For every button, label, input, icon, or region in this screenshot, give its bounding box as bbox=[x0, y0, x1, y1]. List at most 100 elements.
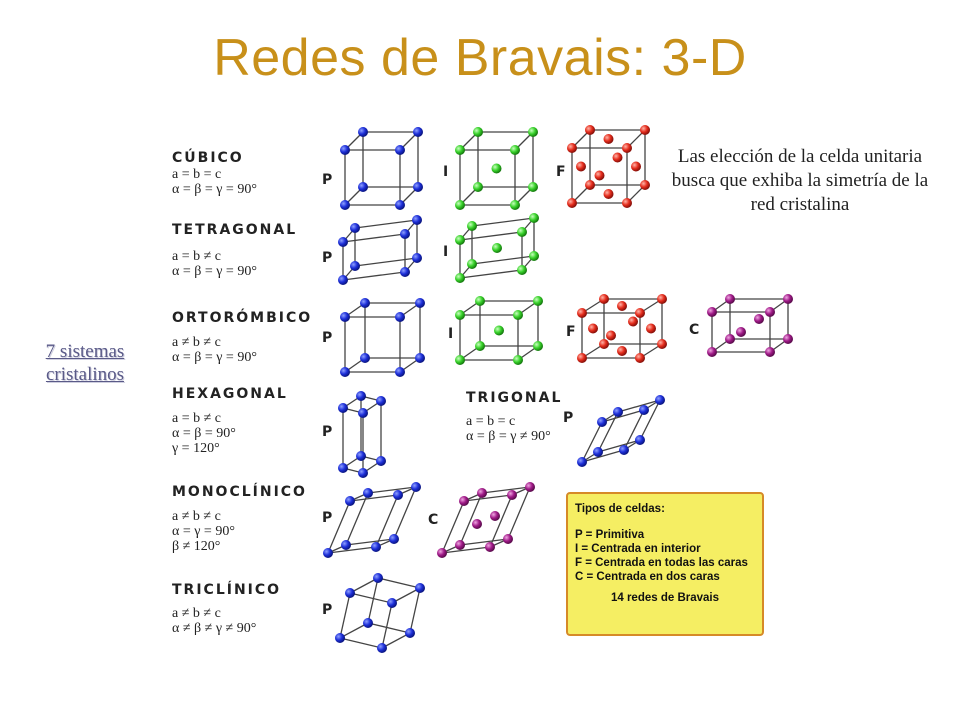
cell-edge bbox=[327, 546, 377, 554]
cell-edge bbox=[471, 217, 535, 227]
lattice-point bbox=[412, 253, 422, 263]
lattice-point bbox=[345, 588, 355, 598]
cell-edge bbox=[339, 637, 383, 649]
params-triclinic: a ≠ b ≠ c α ≠ β ≠ γ ≠ 90° bbox=[172, 606, 256, 636]
lattice-point bbox=[577, 353, 587, 363]
param-line: α = γ = 90° bbox=[172, 524, 235, 539]
lattice-point bbox=[400, 229, 410, 239]
lattice-point bbox=[655, 395, 665, 405]
param-line: α ≠ β ≠ γ ≠ 90° bbox=[172, 621, 257, 636]
lattice-point bbox=[387, 598, 397, 608]
lattice-point bbox=[356, 391, 366, 401]
params-trigonal: a = b = c α = β = γ ≠ 90° bbox=[466, 414, 551, 444]
cell-edge bbox=[601, 409, 645, 423]
lattice-point bbox=[588, 323, 598, 334]
lattice-point bbox=[358, 468, 368, 478]
trigonal-p-cell bbox=[577, 395, 665, 467]
cell-edge bbox=[345, 492, 369, 546]
lattice-point bbox=[510, 145, 520, 155]
legend-footer: 14 redes de Bravais bbox=[610, 592, 720, 604]
lattice-point bbox=[754, 314, 764, 324]
system-name-tetragonal: TETRAGONAL bbox=[172, 222, 298, 238]
param-line: α = β = γ = 90° bbox=[172, 350, 257, 365]
cell-edge bbox=[409, 587, 421, 634]
param-line: α = β = 90° bbox=[172, 426, 236, 441]
lattice-point bbox=[455, 310, 465, 320]
label-orthorhombic-i: I bbox=[448, 326, 454, 342]
lattice-point bbox=[594, 170, 605, 181]
lattice-point bbox=[405, 628, 415, 638]
cell-edge bbox=[367, 577, 379, 624]
lattice-point bbox=[599, 294, 609, 304]
lattice-point bbox=[628, 316, 638, 327]
lattice-point bbox=[567, 198, 577, 208]
cell-edge bbox=[617, 399, 661, 413]
lattice-point bbox=[356, 451, 366, 461]
cell-edge bbox=[597, 439, 641, 453]
lattice-point bbox=[473, 182, 483, 192]
lattice-point bbox=[525, 482, 535, 492]
cell-edge bbox=[367, 622, 411, 634]
cell-edge bbox=[342, 271, 406, 281]
lattice-point bbox=[707, 347, 717, 357]
lattice-point bbox=[585, 125, 595, 135]
cell-edge bbox=[581, 421, 603, 463]
lattice-point bbox=[640, 125, 650, 135]
lattice-point bbox=[475, 341, 485, 351]
cell-edge bbox=[463, 494, 513, 502]
lattice-point bbox=[455, 540, 465, 550]
lattice-point bbox=[467, 259, 477, 269]
lattice-point bbox=[338, 275, 348, 285]
cell-edge bbox=[349, 592, 393, 604]
label-monoclinic-p: P bbox=[322, 510, 333, 526]
cell-edge bbox=[375, 494, 399, 548]
cell-edge bbox=[459, 538, 509, 546]
lattice-point bbox=[358, 408, 368, 418]
cell-edge bbox=[354, 257, 418, 267]
lattice-point bbox=[585, 180, 595, 190]
lattice-point bbox=[517, 265, 527, 275]
lattice-point bbox=[639, 405, 649, 415]
lattice-point bbox=[597, 417, 607, 427]
lattice-point bbox=[507, 490, 517, 500]
lattice-point bbox=[371, 542, 381, 552]
lattice-point bbox=[528, 182, 538, 192]
lattice-point bbox=[517, 227, 527, 237]
cell-edge bbox=[639, 399, 661, 441]
param-line: γ = 120° bbox=[172, 441, 220, 456]
label-tetragonal-i: I bbox=[443, 244, 449, 260]
hexagonal-p-cell bbox=[338, 391, 386, 478]
lattice-point bbox=[472, 519, 482, 529]
lattice-point bbox=[528, 127, 538, 137]
lattice-point bbox=[412, 215, 422, 225]
cell-edge bbox=[441, 546, 491, 554]
lattice-point bbox=[646, 323, 656, 334]
legend-item: F = Centrada en todas las caras bbox=[575, 557, 748, 569]
params-monoclinic: a ≠ b ≠ c α = γ = 90° β ≠ 120° bbox=[172, 509, 235, 554]
lattice-point bbox=[467, 221, 477, 231]
cell-edge bbox=[339, 592, 351, 639]
monoclinic-c-cell bbox=[437, 482, 535, 558]
legend-heading: Tipos de celdas: bbox=[575, 503, 665, 515]
lattice-point bbox=[603, 134, 614, 144]
orthorhombic-p-cell bbox=[340, 298, 425, 377]
lattice-point bbox=[376, 396, 386, 406]
system-name-monoclinic: MONOCLÍNICO bbox=[172, 484, 307, 500]
lattice-point bbox=[613, 407, 623, 417]
lattice-point bbox=[338, 237, 348, 247]
lattice-point bbox=[358, 127, 368, 137]
page-title: Redes de Bravais: 3-D bbox=[213, 29, 747, 87]
cell-edge bbox=[381, 602, 393, 649]
cell-edge bbox=[393, 486, 417, 540]
cell-edge bbox=[349, 577, 379, 594]
cubic-f-cell bbox=[567, 125, 650, 208]
lattice-point bbox=[494, 325, 504, 336]
cell-edge bbox=[354, 219, 418, 229]
system-name-triclinic: TRICLÍNICO bbox=[172, 582, 282, 598]
params-orthorhombic: a ≠ b ≠ c α = β = γ = 90° bbox=[172, 335, 257, 365]
lattice-point bbox=[631, 161, 641, 172]
label-trigonal-p: P bbox=[563, 410, 574, 426]
lattice-point bbox=[341, 540, 351, 550]
lattice-point bbox=[413, 182, 423, 192]
label-triclinic-p: P bbox=[322, 602, 333, 618]
